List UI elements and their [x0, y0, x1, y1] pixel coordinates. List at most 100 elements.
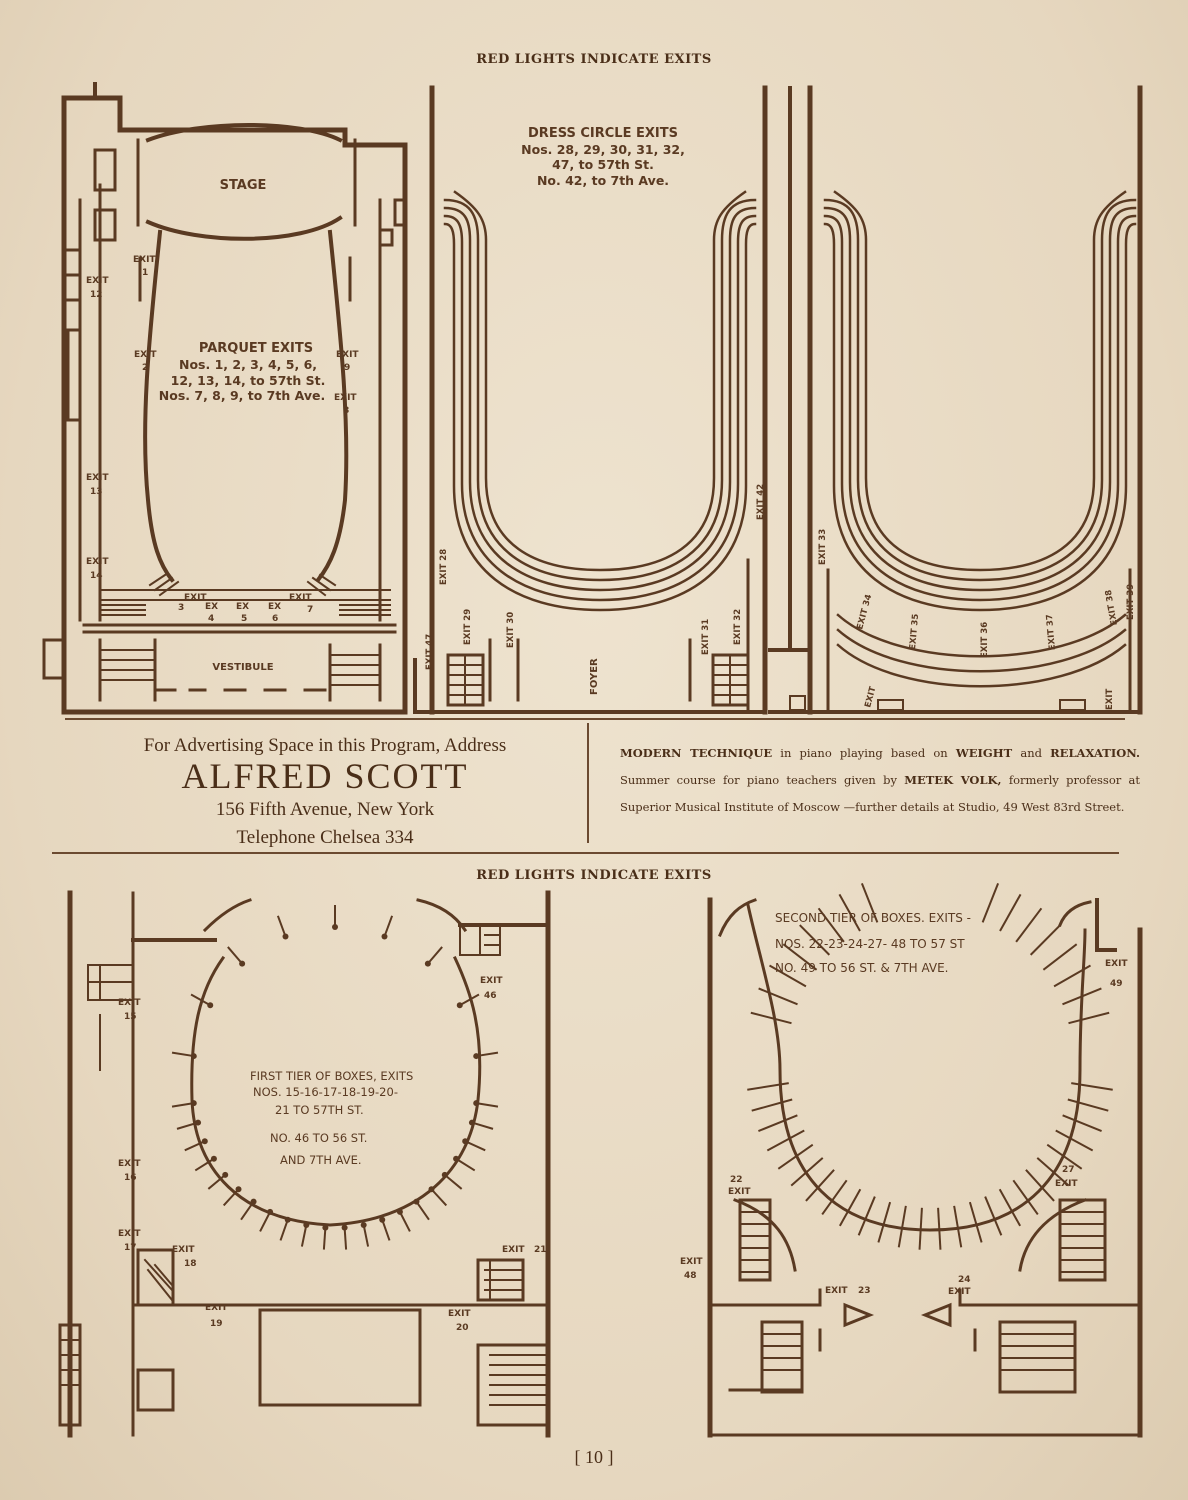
box-seat	[379, 1216, 386, 1223]
box-divider	[799, 924, 831, 956]
box-divider	[838, 893, 861, 932]
exit-label: EXIT	[118, 998, 141, 1008]
ad-text-1: in piano playing based on	[772, 746, 956, 760]
box-seat	[190, 1100, 197, 1107]
box-divider	[1067, 1098, 1109, 1112]
box-seat	[322, 1224, 329, 1231]
box-seat	[235, 1186, 242, 1193]
exit-label: EXIT	[448, 1309, 471, 1319]
exit-number-46: 46	[484, 991, 497, 1001]
exit-label: EXIT	[86, 473, 109, 483]
box-seat	[303, 1221, 310, 1228]
box-divider	[1055, 1129, 1094, 1152]
dress-circle-line3: No. 42, to 7th Ave.	[537, 173, 669, 188]
box-divider	[476, 1051, 499, 1058]
box-divider	[805, 1169, 835, 1202]
exit-label: EXIT	[948, 1287, 971, 1297]
box-seat	[424, 960, 431, 967]
box-seat	[195, 1119, 202, 1126]
first-tier-box-ticks	[171, 905, 499, 1250]
exit-label: EXIT	[133, 255, 156, 265]
exit-label: EXIT	[184, 593, 207, 603]
box-divider	[1015, 907, 1043, 943]
ad-bold-2: WEIGHT	[955, 746, 1013, 760]
exit-number-1: 1	[142, 268, 148, 278]
box-divider	[984, 1196, 1003, 1236]
box-divider	[918, 1207, 923, 1250]
exit-number-17: 17	[124, 1243, 137, 1253]
box-divider	[953, 1205, 963, 1248]
second-tier-line3: NO. 49 TO 56 ST. & 7TH AVE.	[775, 961, 949, 975]
exit-39-label: EXIT 39	[1126, 584, 1136, 620]
exit-label: EXIT	[205, 1303, 228, 1313]
ex-label: EX	[205, 602, 218, 612]
box-divider	[1046, 1143, 1083, 1170]
box-divider	[343, 1227, 348, 1250]
exit-29-label: EXIT 29	[463, 609, 473, 645]
box-divider	[1025, 1169, 1055, 1202]
exit-label: EXIT	[1055, 1179, 1078, 1189]
exit-number-19: 19	[210, 1319, 223, 1329]
ex-label: EX	[236, 602, 249, 612]
box-divider	[322, 1227, 327, 1250]
dress-circle-title: DRESS CIRCLE EXITS	[528, 126, 678, 141]
box-divider	[1068, 1011, 1110, 1025]
box-divider	[998, 1188, 1022, 1227]
exit-37-label: EXIT 37	[1045, 614, 1058, 651]
box-seat	[267, 1208, 274, 1215]
exit-number-27: 27	[1062, 1165, 1075, 1175]
box-seat	[381, 933, 388, 940]
ad-address: 156 Fifth Avenue, New York	[215, 799, 435, 820]
ad-bold-1: MODERN TECHNIQUE	[620, 746, 773, 760]
page-number: [ 10 ]	[574, 1447, 614, 1467]
exit-number-2: 2	[142, 363, 148, 373]
box-seat	[210, 1155, 217, 1162]
exit-label: EXIT	[172, 1245, 195, 1255]
box-divider	[471, 1121, 494, 1130]
exit-number-20: 20	[456, 1323, 469, 1333]
exit-28-label: EXIT 28	[439, 549, 449, 585]
exit-number-4: 4	[208, 614, 214, 624]
exit-label: EXIT	[118, 1159, 141, 1169]
box-divider	[240, 1201, 255, 1221]
box-divider	[455, 1157, 476, 1172]
exit-number-8: 8	[343, 406, 349, 416]
box-seat	[453, 1155, 460, 1162]
ad-name: ALFRED SCOTT	[181, 756, 469, 796]
box-divider	[766, 1129, 805, 1152]
box-divider	[1012, 1179, 1039, 1215]
box-seat	[441, 1171, 448, 1178]
parquet-line3: Nos. 7, 8, 9, to 7th Ave.	[159, 388, 325, 403]
exit-label: EXIT	[86, 276, 109, 286]
ad-text-4: formerly professor at Superior Musical I…	[620, 773, 1141, 814]
middle-exit-header: RED LIGHTS INDICATE EXITS	[476, 868, 712, 883]
box-seat	[468, 1119, 475, 1126]
exit-number-5: 5	[241, 614, 247, 624]
exit-number-48: 48	[684, 1271, 697, 1281]
exit-label: EXIT	[825, 1286, 848, 1296]
box-divider	[427, 946, 443, 965]
box-divider	[222, 1188, 240, 1207]
box-seat	[332, 924, 338, 930]
box-divider	[1062, 987, 1102, 1006]
ad-divider	[587, 723, 589, 843]
box-divider	[279, 1219, 289, 1241]
exit-number-12: 12	[90, 290, 103, 300]
exit-47-label: EXIT 47	[425, 634, 435, 670]
first-tier-line2: NOS. 15-16-17-18-19-20-	[253, 1085, 398, 1099]
box-seat	[250, 1198, 257, 1205]
parquet-title: PARQUET EXITS	[199, 341, 313, 356]
box-divider	[184, 1140, 206, 1152]
exit-label: EXIT	[863, 685, 878, 708]
box-divider	[790, 1157, 824, 1187]
exit-label: EXIT	[134, 350, 157, 360]
exit-label: EXIT	[680, 1257, 703, 1267]
second-tier-box-ticks	[747, 882, 1113, 1250]
box-divider	[981, 882, 1000, 923]
box-divider	[194, 1157, 215, 1172]
stage-label: STAGE	[220, 178, 267, 193]
box-divider	[171, 1051, 194, 1058]
box-seat	[207, 1002, 214, 1009]
second-tier-line2: NOS. 22-23-24-27- 48 TO 57 ST	[775, 937, 965, 951]
ex-label: EX	[268, 602, 281, 612]
